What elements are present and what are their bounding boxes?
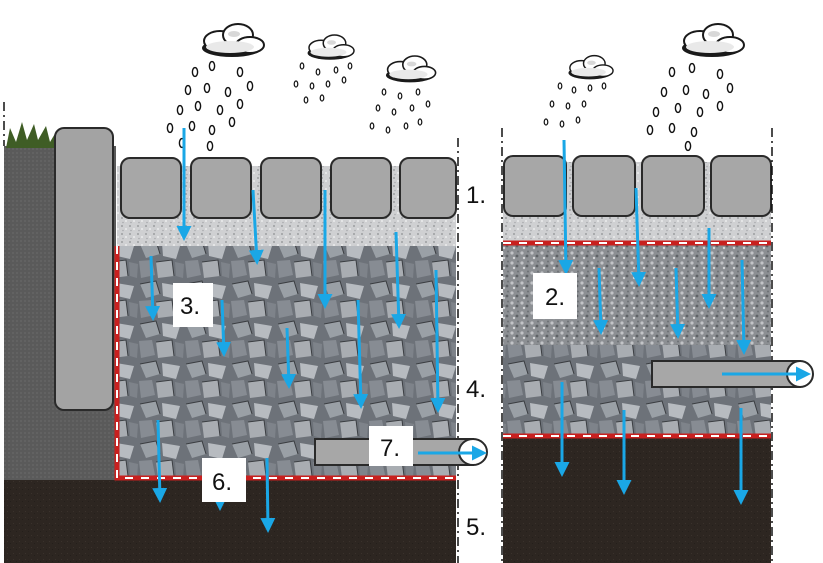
label-3: 3. [180,293,200,320]
label-box-7 [369,426,413,466]
subsoil-layer-right [503,438,771,563]
right-system [501,128,814,563]
water-flow-arrows [145,128,811,533]
rain-cloud-icon [166,23,265,152]
grass-tuft [6,122,58,148]
curb-stone [54,127,114,411]
label-1: 1. [466,182,486,209]
rain-cloud-icon [369,55,437,134]
label-4: 4. [466,376,486,403]
label-5: 5. [466,514,486,541]
rain-cloud-icon [543,54,614,128]
paver-row-left [120,157,457,219]
bedding-layer [117,216,456,246]
label-2: 2. [545,284,565,311]
rain-cloud-icon [293,34,355,104]
label-box-3 [173,283,213,327]
rain-cloud-icon [646,23,745,152]
number-labels: 3. 2. 7. 6. 1. 4. 5. [173,182,577,541]
label-box-2 [533,273,577,319]
label-6: 6. [212,469,232,496]
paver-row-right [503,155,772,217]
label-box-6 [202,458,246,502]
stone-layer-right [503,345,771,438]
label-7: 7. [380,435,400,462]
